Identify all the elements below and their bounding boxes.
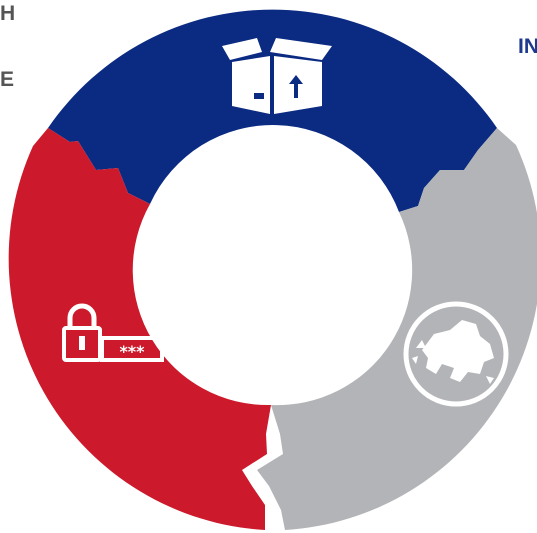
password-dots: ***: [119, 342, 145, 361]
cut-off-label-top-left: H: [0, 2, 16, 25]
gray-segment: [257, 128, 537, 530]
padlock-password-icon: ***: [62, 303, 164, 362]
cut-off-label-top-right: IN: [518, 35, 537, 58]
europe-globe-icon: [403, 301, 509, 407]
open-box-upload-icon: [222, 38, 332, 114]
red-segment: [8, 128, 272, 530]
cut-off-label-mid-left: E: [0, 68, 15, 91]
center-hole: [139, 136, 407, 404]
blue-segment: [48, 9, 497, 212]
